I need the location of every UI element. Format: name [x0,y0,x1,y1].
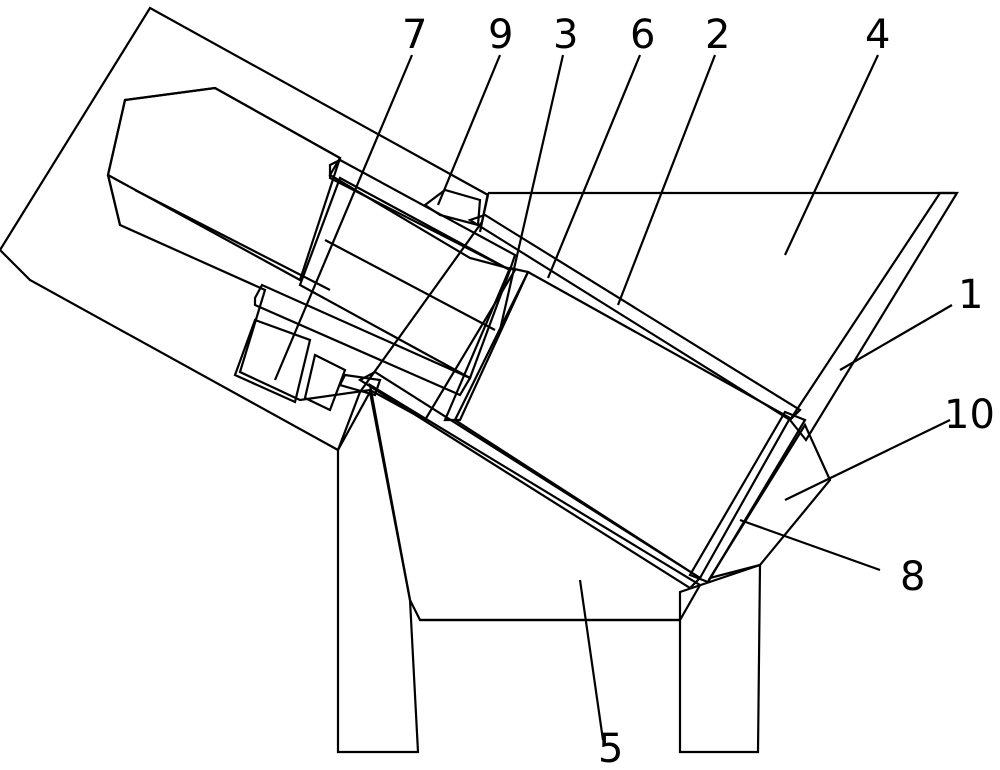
chamber-10 [707,422,832,580]
leader-7 [273,54,414,381]
label-1: 1 [958,272,983,318]
label-9: 9 [488,12,513,58]
tube-wall-upper [467,213,802,422]
component-9 [298,176,512,380]
end-cap-8 [688,410,807,584]
piston-3 [443,266,530,422]
label-7: 7 [402,12,427,58]
tube-wall-lower [357,370,702,590]
flange-lower [338,373,382,397]
leg-right [678,563,762,754]
leader-lines [273,54,953,741]
leader-9 [436,54,502,206]
sleeve-lower [253,283,472,397]
label-2: 2 [705,12,730,58]
label-10: 10 [944,392,995,438]
label-5: 5 [598,726,623,770]
wall-1 [788,191,959,442]
leader-4 [784,54,879,256]
hopper-4 [478,191,955,233]
sleeve-upper [328,158,517,272]
leader-5 [578,579,605,741]
label-4: 4 [865,12,890,58]
leader-1 [839,304,953,371]
rod-block [106,86,342,291]
leader-6 [546,54,642,279]
housing-body [0,6,490,452]
label-6: 6 [630,12,655,58]
leader-2 [616,54,717,306]
label-3: 3 [553,12,578,58]
leader-3 [498,54,565,331]
leader-8 [739,518,881,572]
label-8: 8 [900,554,925,600]
funnel-5 [368,382,702,622]
leg-left [336,388,420,754]
labels: 7 9 3 6 2 4 1 10 8 5 [402,12,995,770]
component-7 [233,318,347,412]
leader-10 [784,419,951,501]
flange-upper [423,188,482,227]
